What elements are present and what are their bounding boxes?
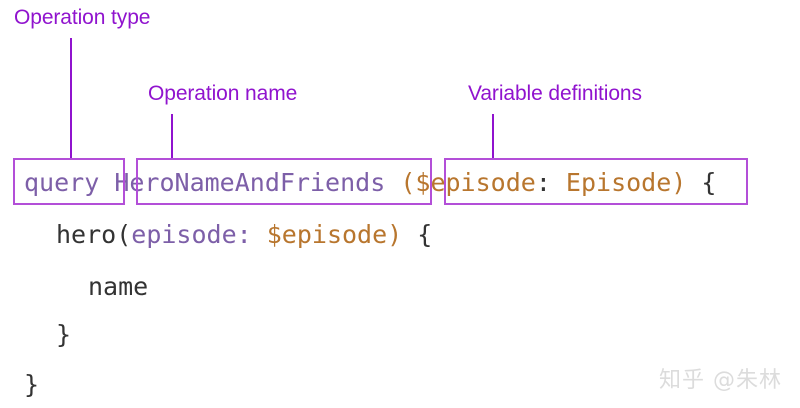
- code-token: }: [24, 370, 40, 399]
- connector-line-operation-type: [70, 38, 72, 159]
- code-line: query HeroNameAndFriends ($episode: Epis…: [24, 170, 716, 195]
- code-token: name: [88, 272, 149, 301]
- code-token: {: [686, 168, 717, 197]
- code-line: name: [88, 274, 148, 299]
- code-token: ): [387, 220, 403, 249]
- annotation-label-variable-definitions: Variable definitions: [468, 82, 642, 105]
- code-token: (: [400, 168, 416, 197]
- code-token: query: [24, 168, 100, 197]
- code-token: :: [535, 168, 566, 197]
- code-line: }: [56, 322, 71, 347]
- code-token: hero(: [56, 220, 132, 249]
- code-token: $episode: [266, 220, 388, 249]
- highlight-box-variable-definitions: [444, 158, 748, 205]
- code-token: episode:: [131, 220, 252, 249]
- code-token: ): [671, 168, 687, 197]
- code-token: [252, 220, 267, 249]
- code-token: Episode: [565, 168, 672, 197]
- watermark: 知乎 @朱林: [659, 368, 782, 393]
- highlight-box-operation-name: [136, 158, 432, 205]
- code-token: $episode: [415, 168, 536, 197]
- connector-line-operation-name: [171, 114, 173, 159]
- highlight-box-operation-type: [13, 158, 125, 205]
- code-token: HeroNameAndFriends: [114, 168, 386, 197]
- code-line: }: [24, 372, 39, 397]
- connector-line-variable-definitions: [492, 114, 494, 159]
- code-token: }: [56, 320, 72, 349]
- annotation-label-operation-name: Operation name: [148, 82, 298, 105]
- code-token: {: [402, 220, 433, 249]
- code-line: hero(episode: $episode) {: [56, 222, 432, 247]
- annotation-label-operation-type: Operation type: [14, 6, 151, 29]
